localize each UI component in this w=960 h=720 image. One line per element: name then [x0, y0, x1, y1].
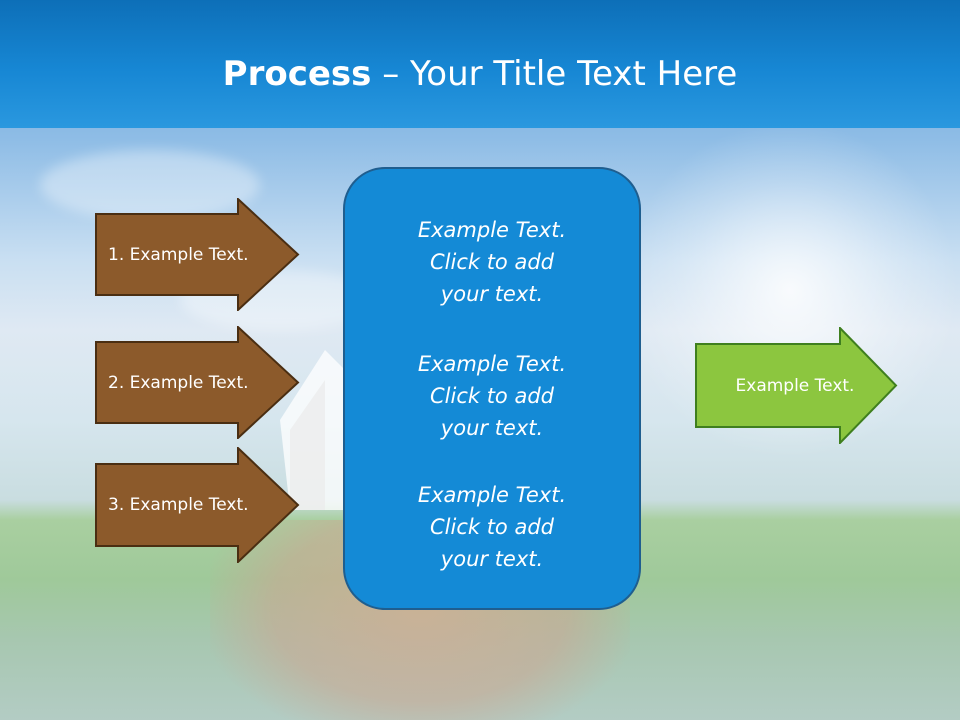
block-line: Click to add	[429, 250, 554, 274]
house-illustration	[280, 350, 345, 510]
arrow-shape	[695, 327, 898, 444]
block-line: Click to add	[429, 515, 554, 539]
title-bar	[0, 0, 960, 128]
left-arrow-label: 1. Example Text.	[108, 244, 249, 265]
right-arrow-label: Example Text.	[735, 375, 855, 396]
left-arrow-label: 3. Example Text.	[108, 495, 249, 515]
arrow-shape	[95, 447, 300, 563]
cloud	[40, 150, 260, 220]
block-line: your text.	[440, 547, 544, 571]
block-line: Example Text.	[417, 218, 567, 242]
block-line: Example Text.	[417, 483, 567, 507]
block-line: your text.	[440, 416, 544, 440]
block-line: Click to add	[429, 384, 554, 408]
left-arrow-1[interactable]: 1. Example Text.	[95, 198, 301, 311]
title-dash: –	[371, 54, 411, 94]
title-bold: Process	[222, 54, 372, 94]
arrow-shape	[95, 198, 300, 311]
arrow-shape	[95, 326, 300, 439]
left-arrow-label: 2. Example Text.	[108, 372, 249, 393]
left-arrow-2[interactable]: 2. Example Text.	[95, 326, 301, 439]
block-line: your text.	[440, 282, 544, 306]
block-line: Example Text.	[417, 352, 567, 376]
right-arrow[interactable]: Example Text.	[695, 327, 899, 444]
left-arrow-3[interactable]: 3. Example Text.	[95, 447, 301, 563]
center-text-block-2[interactable]: Example Text. Click to add your text.	[345, 348, 639, 444]
center-text-block-3[interactable]: Example Text. Click to add your text.	[345, 479, 639, 575]
center-text-block-1[interactable]: Example Text. Click to add your text.	[345, 214, 639, 310]
title-text: Your Title Text Here	[410, 54, 738, 94]
center-content-box[interactable]: Example Text. Click to add your text. Ex…	[343, 167, 641, 610]
slide-title: Process – Your Title Text Here	[0, 52, 960, 96]
